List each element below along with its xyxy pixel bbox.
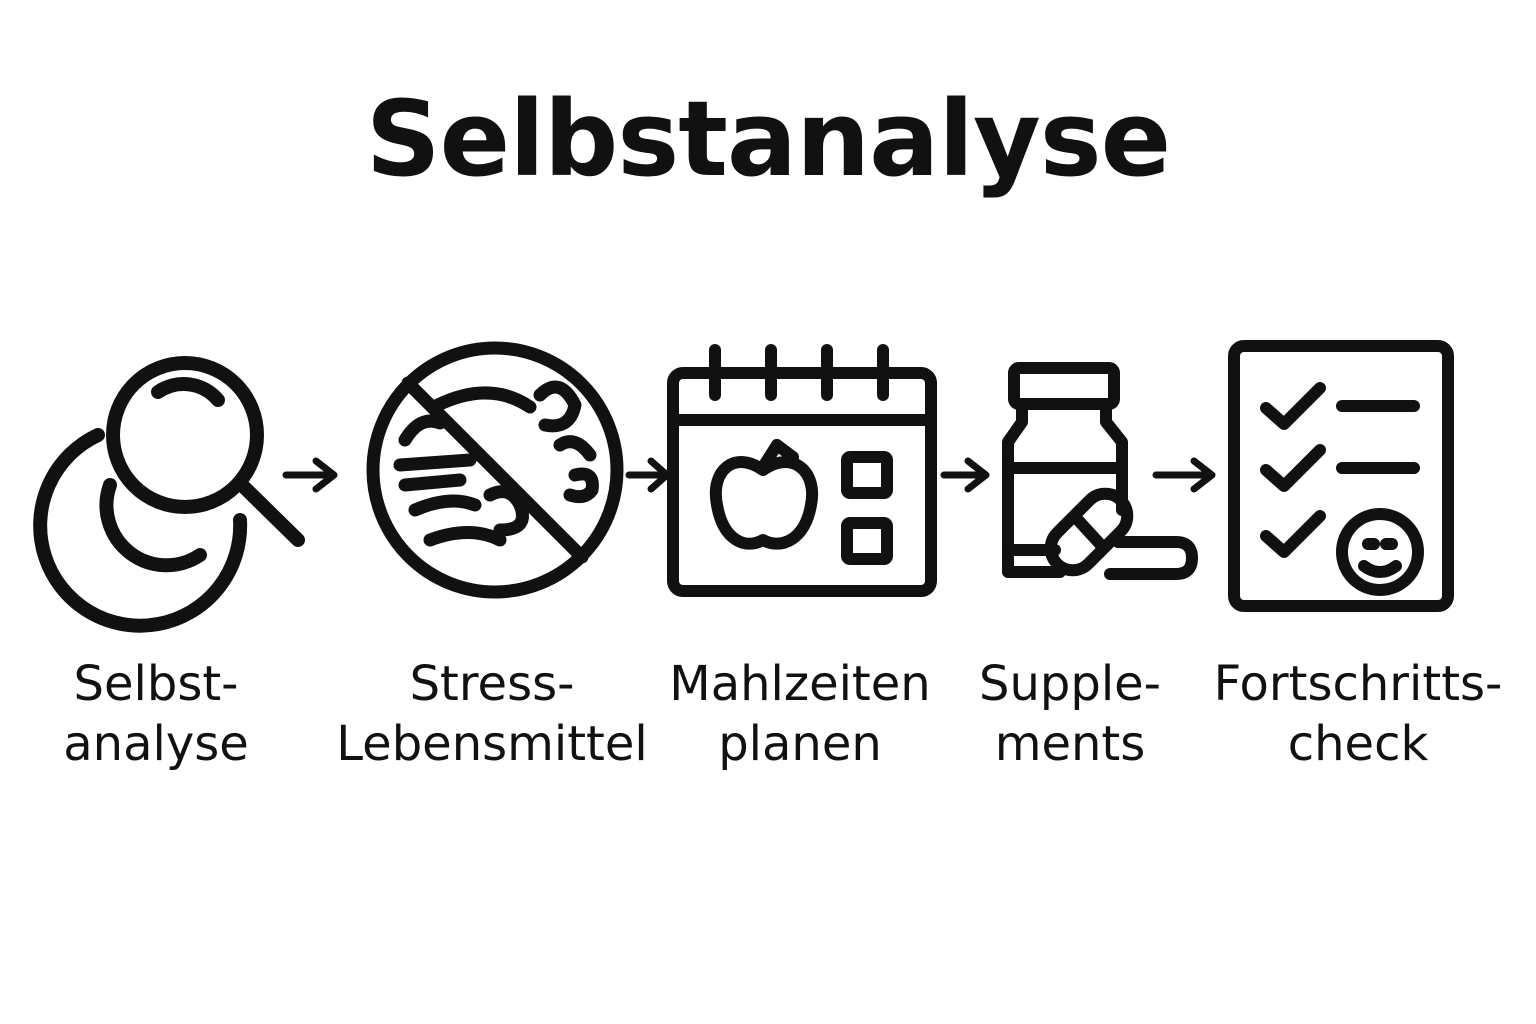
arrow-right-icon [282, 455, 342, 495]
arrow-right-icon [1152, 455, 1222, 495]
calendar-apple-icon [665, 344, 940, 600]
checklist-smiley-icon [1228, 340, 1456, 612]
no-food-icon [360, 335, 630, 605]
step-label-stress-lebensmittel: Stress- Lebensmittel [336, 656, 648, 772]
step-label-mahlzeiten-planen: Mahlzeiten planen [669, 656, 931, 772]
arrow-right-icon [625, 455, 675, 495]
step-label-fortschrittscheck: Fortschritts- check [1213, 656, 1503, 772]
step-label-selbstanalyse: Selbst- analyse [63, 656, 249, 772]
magnifier-icon [33, 340, 320, 633]
supplement-bottle-icon [1000, 360, 1205, 590]
arrow-right-icon [940, 455, 995, 495]
page-title: Selbstanalyse [365, 78, 1171, 200]
step-label-supplements: Supple- ments [978, 656, 1161, 772]
